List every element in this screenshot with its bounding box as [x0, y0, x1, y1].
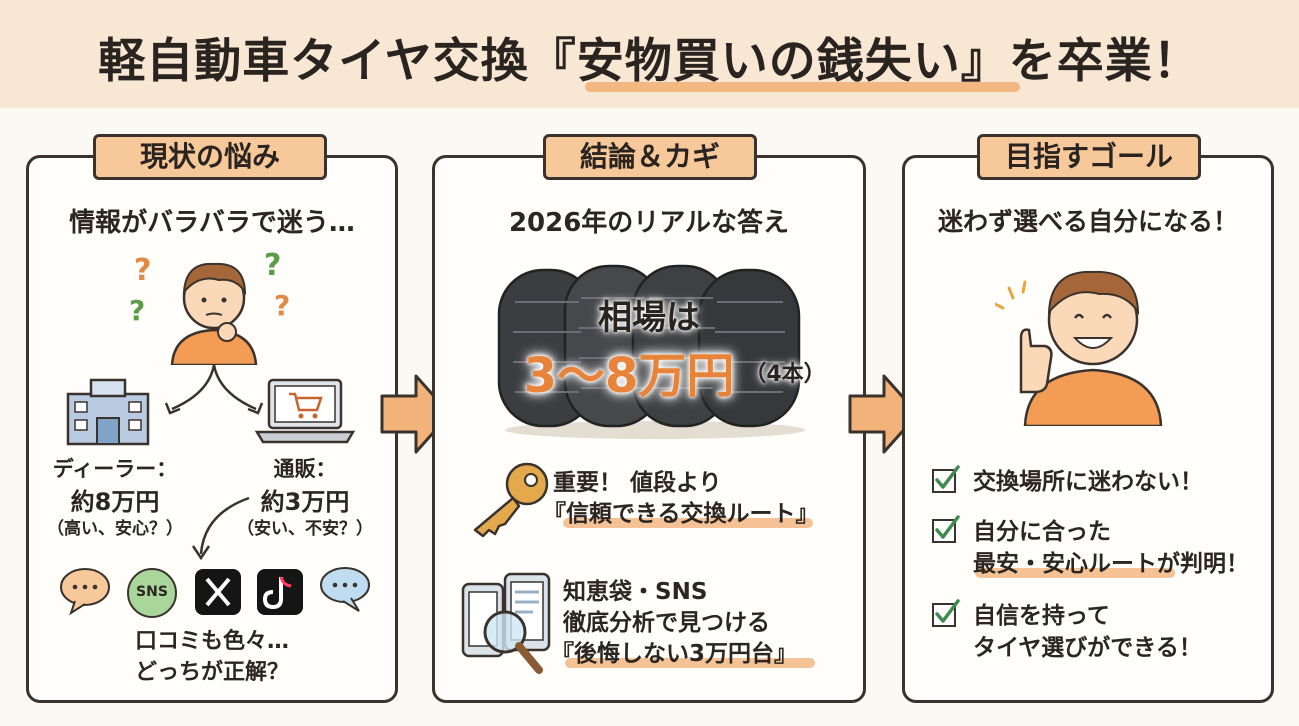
- online-label: 通販：: [273, 457, 337, 481]
- happy-person-thumbs-up-icon: [995, 270, 1163, 426]
- wisdom-line3: 『後悔しない3万円台』: [551, 641, 798, 667]
- title-highlight: [585, 82, 1020, 92]
- panel-tag-conclusion: 結論＆カギ: [543, 134, 757, 180]
- dealer-note: （高い、安心？）: [47, 519, 183, 539]
- panel-goal: 目指すゴール 迷わず選べる自分になる！ 交換場所に迷わない！ 自分に合った 最安…: [902, 134, 1274, 703]
- problems-heading: 情報がバラバラで迷う…: [69, 208, 355, 238]
- flow-arrow-2: [848, 374, 920, 454]
- svg-text:?: ?: [274, 289, 290, 322]
- dealer-label: ディーラー：: [52, 457, 178, 481]
- panel-current-problems: 現状の悩み 情報がバラバラで迷う… ? ? ? ?: [26, 134, 398, 703]
- confused-person-icon: ? ? ? ?: [129, 248, 290, 365]
- market-label: 相場は: [598, 298, 700, 338]
- check2-line2: 最安・安心ルートが判明！: [973, 551, 1249, 577]
- check2-highlight: [975, 568, 1175, 578]
- page-title: 軽自動車タイヤ交換『安物買いの銭失い』を卒業！: [98, 34, 1201, 89]
- online-note: （安い、不安？）: [237, 519, 373, 539]
- dealer-building-icon: [66, 378, 150, 446]
- wisdom-highlight: [565, 658, 815, 668]
- wisdom-line2: 徹底分析で見つける: [563, 610, 770, 636]
- curved-arrow-to-reviews: [191, 496, 250, 561]
- check1-text: 交換場所に迷わない！: [973, 469, 1203, 495]
- social-icons-row: [60, 567, 370, 618]
- svg-text:?: ?: [129, 294, 145, 327]
- x-logo-icon: [195, 569, 241, 615]
- checkbox-icon-3: [932, 599, 960, 627]
- check3-line1: 自信を持って: [973, 603, 1110, 629]
- key-highlight: [563, 518, 813, 528]
- check3-line2: タイヤ選びができる！: [973, 635, 1202, 661]
- reviews-line2: どっちが正解？: [134, 660, 289, 685]
- reviews-line1: 口コミも色々…: [134, 629, 289, 654]
- check2-line1: 自分に合った: [973, 519, 1111, 545]
- svg-text:?: ?: [134, 253, 151, 288]
- key-icon: [473, 462, 549, 538]
- sns-badge-label: SNS: [136, 584, 168, 600]
- panel-tag-goal: 目指すゴール: [977, 134, 1201, 180]
- key-line1: 重要！ 値段より: [553, 470, 722, 496]
- tiktok-logo-icon: [257, 569, 303, 615]
- wisdom-line1: 知恵袋・SNS: [563, 579, 708, 605]
- laptop-cart-icon: [255, 378, 355, 444]
- speech-bubble-blue-icon: [320, 567, 370, 612]
- key-line2: 『信頼できる交換ルート』: [543, 501, 819, 527]
- online-price: 約3万円: [260, 488, 350, 516]
- svg-text:?: ?: [264, 248, 281, 283]
- market-unit: （4本）: [744, 362, 826, 387]
- phone-magnifier-icon: [461, 572, 551, 674]
- market-price: 3〜8万円: [523, 348, 735, 404]
- goal-heading: 迷わず選べる自分になる！: [937, 207, 1238, 236]
- checkbox-icon-1: [932, 465, 960, 493]
- fork-arrows: [164, 364, 264, 415]
- panel-tag-problems: 現状の悩み: [93, 134, 327, 180]
- sns-bubble-icon: [127, 568, 177, 618]
- panel-conclusion: 結論＆カギ 2026年のリアルな答え 相場は 3〜8万円 （4本） 重要！ 値段…: [432, 134, 866, 703]
- speech-bubble-icon: [60, 568, 110, 616]
- dealer-price: 約8万円: [70, 488, 160, 516]
- tires-stack-icon: [497, 264, 805, 439]
- conclusion-heading: 2026年のリアルな答え: [508, 208, 790, 238]
- checkbox-icon-2: [932, 515, 960, 543]
